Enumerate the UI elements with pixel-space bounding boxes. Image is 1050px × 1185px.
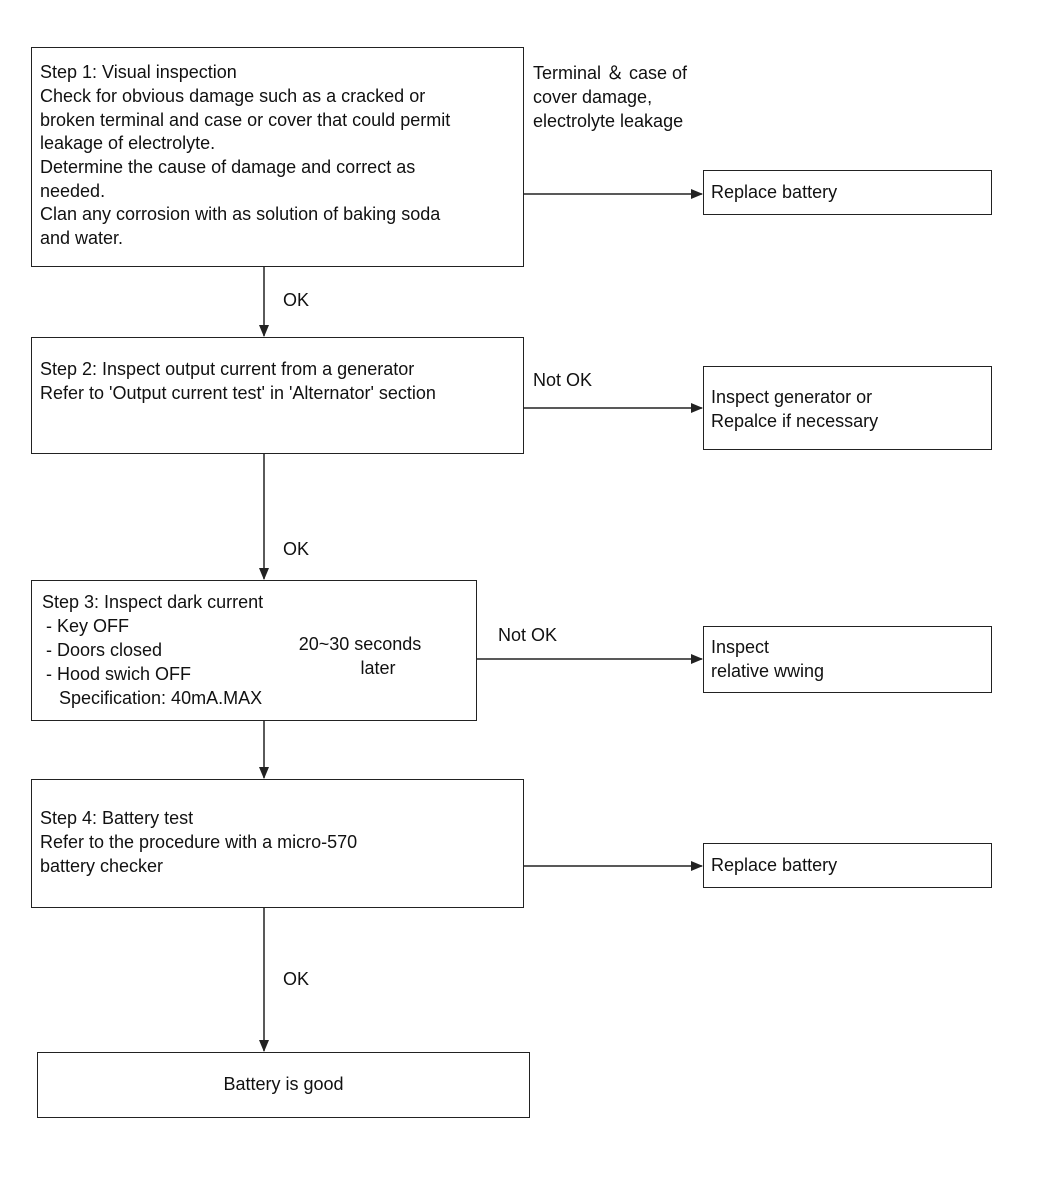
step1-fail-condition-line: electrolyte leakage — [533, 111, 684, 131]
step1-fail-condition-line: Terminal ＆ case of — [533, 63, 688, 83]
step1-line: Determine the cause of damage and correc… — [40, 157, 416, 177]
step4-result-box: Replace battery — [703, 843, 992, 888]
step2-line: Refer to 'Output current test' in 'Alter… — [40, 383, 436, 403]
step3-condition: - Doors closed — [46, 640, 163, 660]
step4-line: Refer to the procedure with a micro-570 — [40, 832, 358, 852]
not-ok-label-step3: Not OK — [498, 625, 558, 645]
step4-result-label: Replace battery — [711, 855, 838, 875]
step2-result-line: Repalce if necessary — [711, 411, 879, 431]
step1-box: Step 1: Visual inspection Check for obvi… — [31, 47, 524, 267]
final-result-label: Battery is good — [223, 1074, 344, 1094]
step3-timing-line: 20~30 seconds — [298, 634, 422, 654]
step1-line: broken terminal and case or cover that c… — [40, 110, 451, 130]
step2-line: Step 2: Inspect output current from a ge… — [40, 359, 415, 379]
step1-line: needed. — [40, 181, 106, 201]
step1-line: Step 1: Visual inspection — [40, 62, 237, 82]
step3-timing-line: later — [360, 658, 396, 678]
step2-box: Step 2: Inspect output current from a ge… — [31, 337, 524, 454]
step3-specification: Specification: 40mA.MAX — [59, 688, 263, 708]
step1-line: and water. — [40, 228, 124, 248]
step3-condition: - Key OFF — [46, 616, 130, 636]
step3-result-line: relative wwing — [711, 661, 825, 681]
step3-condition: - Hood swich OFF — [46, 664, 192, 684]
ok-label-step4: OK — [283, 969, 310, 989]
step1-result-box: Replace battery — [703, 170, 992, 215]
step3-title: Step 3: Inspect dark current — [42, 592, 264, 612]
step4-line: battery checker — [40, 856, 164, 876]
step1-result-label: Replace battery — [711, 182, 838, 202]
step3-box: Step 3: Inspect dark current - Key OFF -… — [31, 580, 477, 721]
step3-result-line: Inspect — [711, 637, 770, 657]
step1-fail-condition-line: cover damage, — [533, 87, 653, 107]
step1-line: leakage of electrolyte. — [40, 133, 216, 153]
step1-line: Clan any corrosion with as solution of b… — [40, 204, 441, 224]
step2-result-box: Inspect generator or Repalce if necessar… — [703, 366, 992, 450]
ok-label-step2: OK — [283, 539, 310, 559]
ok-label-step1: OK — [283, 290, 310, 310]
step4-line: Step 4: Battery test — [40, 808, 194, 828]
step4-box: Step 4: Battery test Refer to the proced… — [31, 779, 524, 908]
final-result-box: Battery is good — [37, 1052, 530, 1118]
step2-result-line: Inspect generator or — [711, 387, 873, 407]
step1-line: Check for obvious damage such as a crack… — [40, 86, 426, 106]
step3-result-box: Inspect relative wwing — [703, 626, 992, 693]
not-ok-label-step2: Not OK — [533, 370, 593, 390]
